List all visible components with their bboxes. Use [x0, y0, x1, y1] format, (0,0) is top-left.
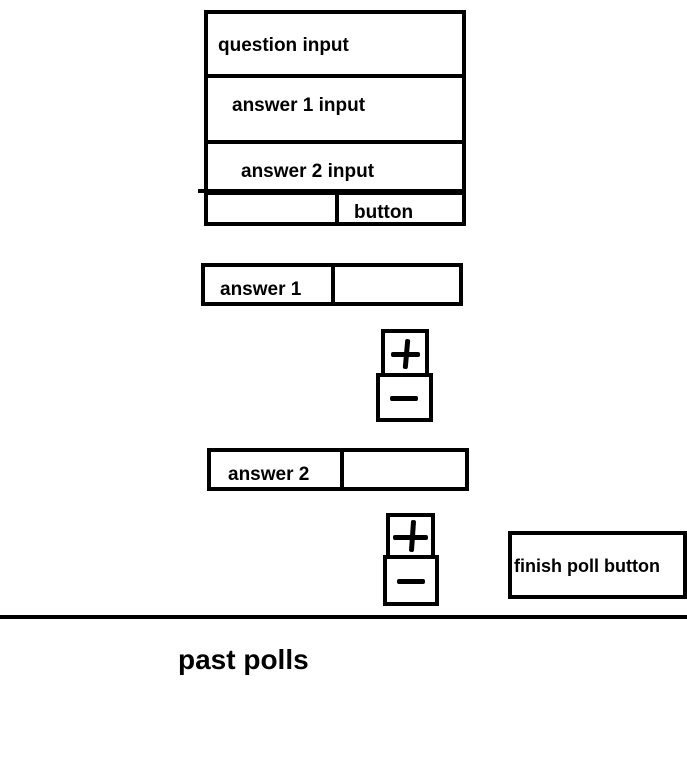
add-answer-button-label: button — [354, 202, 414, 223]
question-input[interactable]: question input — [204, 10, 466, 78]
answer-1-display: answer 1 — [201, 263, 463, 306]
answer-2-display: answer 2 — [207, 448, 469, 491]
minus-icon — [387, 559, 435, 602]
past-polls-heading: past polls — [178, 644, 309, 675]
add-answer-button[interactable]: button — [335, 191, 466, 226]
finish-poll-button-label: finish poll button — [514, 556, 660, 576]
answer-1-divider — [331, 263, 335, 306]
finish-poll-button[interactable]: finish poll button — [508, 531, 687, 599]
answer-1-input[interactable]: answer 1 input — [204, 74, 466, 144]
answer-1-plus-button[interactable] — [381, 329, 429, 377]
answer-2-minus-button[interactable] — [383, 555, 439, 606]
plus-icon — [390, 517, 431, 555]
answer-2-label: answer 2 — [228, 464, 310, 485]
answer-2-input-label: answer 2 input — [241, 161, 375, 182]
answer-1-input-label: answer 1 input — [232, 95, 366, 116]
minus-icon — [380, 377, 429, 418]
answer-2-plus-button[interactable] — [386, 513, 435, 559]
answer-2-input[interactable]: answer 2 input — [204, 140, 466, 196]
form-blank-cell — [204, 191, 339, 226]
answer-1-minus-button[interactable] — [376, 373, 433, 422]
section-divider — [0, 615, 687, 619]
answer-2-divider — [340, 448, 344, 491]
plus-icon — [385, 333, 425, 373]
answer-1-label: answer 1 — [220, 279, 302, 300]
question-input-label: question input — [218, 35, 349, 56]
